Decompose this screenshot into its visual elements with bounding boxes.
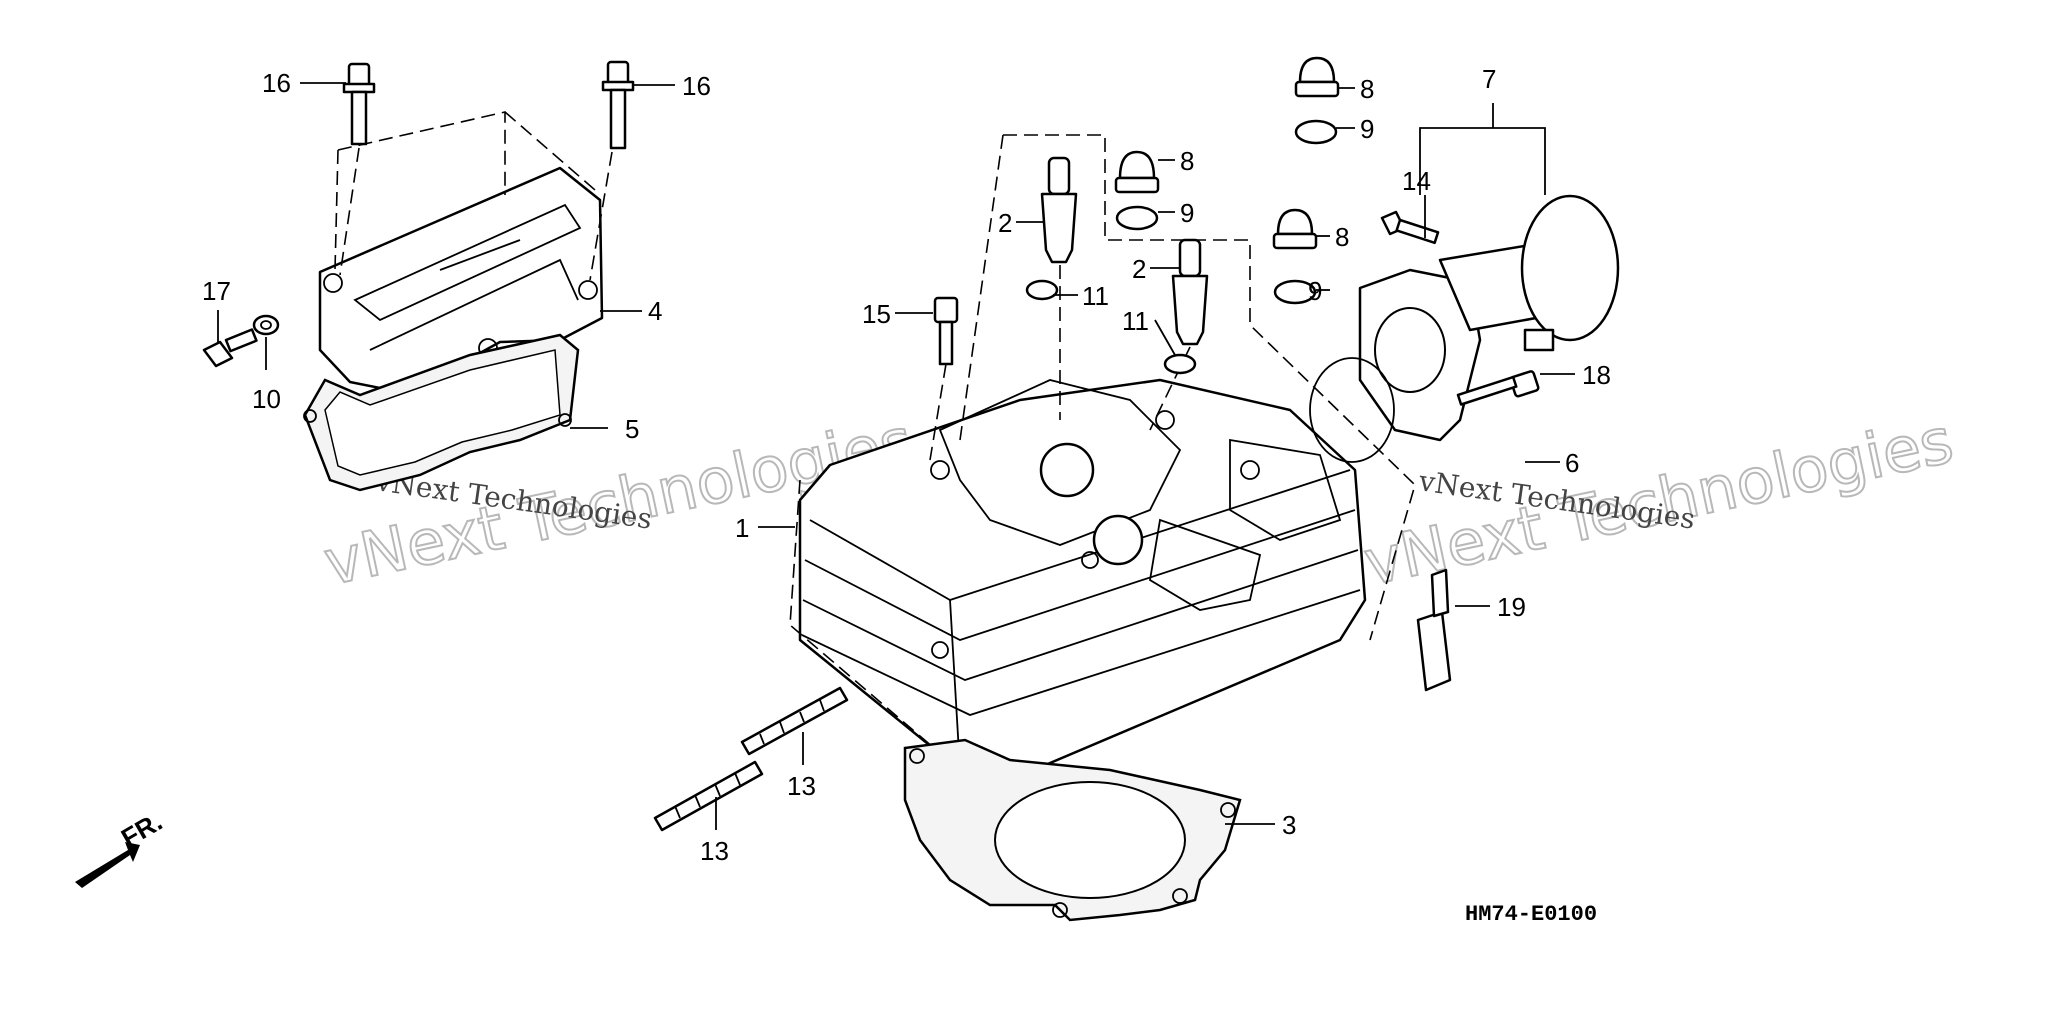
- o-ring-11-left: [1025, 279, 1059, 301]
- callout-13-upper: 13: [787, 771, 816, 801]
- head-group-outline: [789, 134, 1416, 831]
- callout-3: 3: [1282, 810, 1296, 840]
- callout-1: 1: [735, 513, 749, 543]
- head-gasket-3: [903, 738, 1242, 922]
- callout-13-lower: 13: [700, 836, 729, 866]
- cover-group-outline: [334, 110, 596, 271]
- callout-19: 19: [1497, 592, 1526, 622]
- callout-7: 7: [1482, 64, 1496, 94]
- o-ring-11-right: [1163, 353, 1197, 375]
- spark-plug-19: [1416, 568, 1452, 692]
- bolt-16-left: [339, 62, 376, 276]
- cylinder-head-cover: [303, 166, 604, 492]
- cap-nut-8-center: [1114, 150, 1160, 194]
- bolt-18: [1456, 370, 1540, 406]
- leader-lines: [217, 82, 1575, 830]
- callout-2-right: 2: [1132, 254, 1146, 284]
- band-7: [1520, 194, 1620, 352]
- callout-10: 10: [252, 384, 281, 414]
- callout-8-top: 8: [1360, 74, 1374, 104]
- callout-15: 15: [862, 299, 891, 329]
- front-direction-arrow: FR.: [75, 806, 167, 888]
- callout-9-center: 9: [1180, 198, 1194, 228]
- callout-4: 4: [648, 296, 662, 326]
- cap-nut-8-top: [1294, 56, 1340, 98]
- stud-13-lower: [653, 760, 764, 832]
- callout-5: 5: [625, 414, 639, 444]
- bolt-15: [929, 296, 959, 461]
- callout-18: 18: [1582, 360, 1611, 390]
- callout-16-right: 16: [682, 71, 711, 101]
- cap-nut-8-right: [1272, 208, 1318, 250]
- cap-2-right: [1149, 238, 1209, 431]
- callout-8-right: 8: [1335, 222, 1349, 252]
- washer-9-right: [1273, 279, 1317, 305]
- bolt-14: [1380, 210, 1440, 245]
- diagram-code: HM74-E0100: [1465, 902, 1597, 927]
- callout-17: 17: [202, 276, 231, 306]
- callout-9-right: 9: [1308, 276, 1322, 306]
- callout-16-left: 16: [262, 68, 291, 98]
- stud-13-upper: [740, 686, 849, 756]
- cylinder-head: [798, 378, 1367, 782]
- washer-9-center: [1115, 205, 1159, 231]
- callout-labels: 16 16 17 10 4 5 1 2 2 11 11 15 8 9 8 9 8…: [202, 64, 1611, 866]
- callout-2-left: 2: [998, 208, 1012, 238]
- bolt-16-right: [589, 60, 635, 281]
- callout-8-center: 8: [1180, 146, 1194, 176]
- bolt-17: [202, 328, 258, 368]
- callout-11-left: 11: [1082, 281, 1109, 311]
- front-direction-label: FR.: [116, 806, 167, 853]
- callout-11-right: 11: [1122, 306, 1149, 336]
- washer-10: [252, 314, 280, 336]
- callout-9-top: 9: [1360, 114, 1374, 144]
- washer-9-top: [1294, 119, 1338, 145]
- cap-2-left: [1040, 156, 1078, 420]
- callout-14: 14: [1402, 166, 1431, 196]
- callout-6: 6: [1565, 448, 1579, 478]
